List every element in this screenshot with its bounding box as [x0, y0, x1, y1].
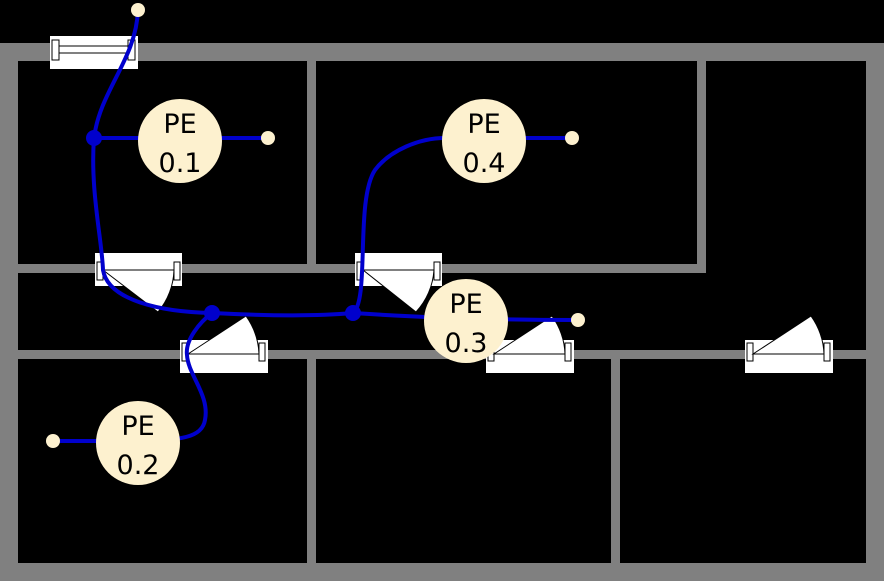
junctions — [86, 130, 361, 321]
door-swing-icon — [95, 253, 182, 313]
wall-partition-top-1 — [307, 61, 316, 273]
wall-partition-top-2 — [697, 61, 706, 273]
pe-node[interactable]: PE 0.3 — [424, 279, 508, 363]
pe-node-name: PE — [163, 109, 196, 140]
pe-node-value: 0.2 — [117, 450, 160, 481]
pe-node-value: 0.1 — [159, 148, 202, 179]
cable-endpoint-icon — [565, 131, 579, 145]
cable-endpoint-icon — [46, 434, 60, 448]
cable-junction-icon — [86, 130, 102, 146]
pe-node[interactable]: PE 0.1 — [138, 99, 222, 183]
cable-junction-icon — [345, 305, 361, 321]
cable-endpoint-icon — [571, 313, 585, 327]
window-icon — [50, 36, 138, 69]
cable-endpoint-icon — [261, 131, 275, 145]
door-swing-icon — [355, 253, 442, 313]
door-swing-icon — [745, 315, 833, 373]
pe-node-name: PE — [467, 109, 500, 140]
doors — [95, 253, 833, 373]
door-swing-icon — [180, 315, 268, 373]
pe-node-value: 0.3 — [445, 328, 488, 359]
pe-node-name: PE — [449, 289, 482, 320]
wall-partition-bottom-1 — [307, 350, 316, 563]
pe-node-value: 0.4 — [463, 148, 506, 179]
wall-outer-left — [0, 43, 18, 581]
pe-node[interactable]: PE 0.2 — [96, 401, 180, 485]
pe-node[interactable]: PE 0.4 — [442, 99, 526, 183]
wall-corridor-top — [0, 264, 706, 273]
cable-endpoint-icon — [131, 3, 145, 17]
wall-partition-bottom-2 — [611, 350, 620, 563]
cable-junction-icon — [204, 305, 220, 321]
wall-outer-right — [866, 43, 884, 581]
pe-node-name: PE — [121, 411, 154, 442]
wall-outer-bottom — [0, 563, 884, 581]
wall-outer-top — [0, 43, 884, 61]
endpoints — [46, 3, 585, 448]
